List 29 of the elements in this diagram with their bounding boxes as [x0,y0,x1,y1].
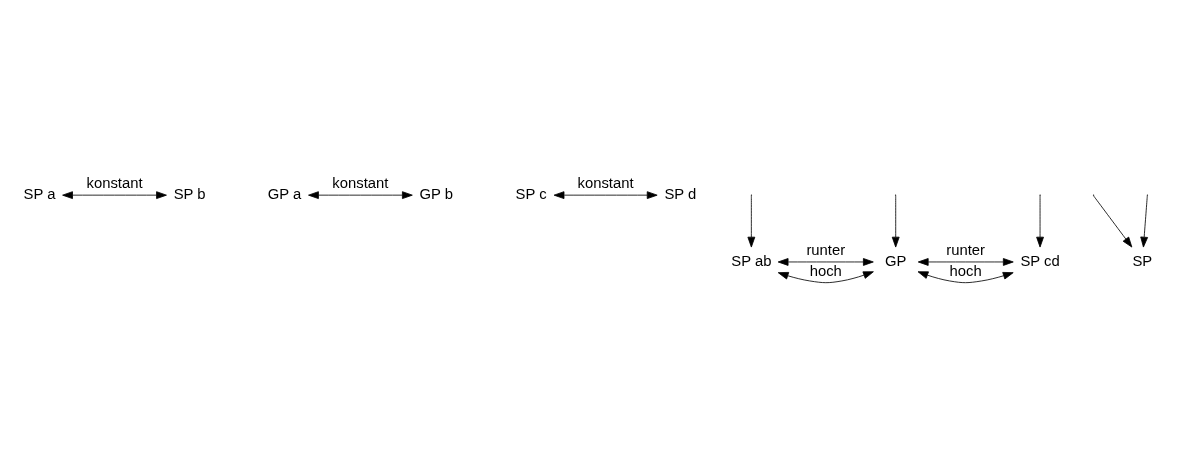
arrow [1093,195,1133,248]
edge-label: hoch [809,263,842,280]
edge-label: konstant [86,175,143,192]
arrow [308,191,413,199]
node-text: SP ab [731,252,772,269]
node-text: SP cd [1020,252,1060,269]
node-text: GP [884,252,907,269]
edge-label: hoch [949,263,982,280]
node-text: SP d [664,185,697,202]
edge-label: konstant [577,175,634,192]
edge-label: konstant [332,175,389,192]
arrow [62,191,167,199]
arrow [777,258,874,266]
node-text: GP b [419,185,454,202]
arrow [917,258,1014,266]
arrow [1140,195,1149,248]
arrow [777,271,874,284]
node-text: SP a [23,185,56,202]
edge-label: runter [806,241,846,258]
node-text: GP a [267,185,302,202]
node-text: SP c [515,185,547,202]
node-text: SP [1132,252,1153,269]
arrow [891,195,900,248]
edge-label: runter [946,241,985,258]
node-text: SP b [173,185,206,202]
arrow [917,271,1014,284]
arrow [747,195,756,248]
arrow [1036,195,1044,248]
arrow [553,191,658,199]
